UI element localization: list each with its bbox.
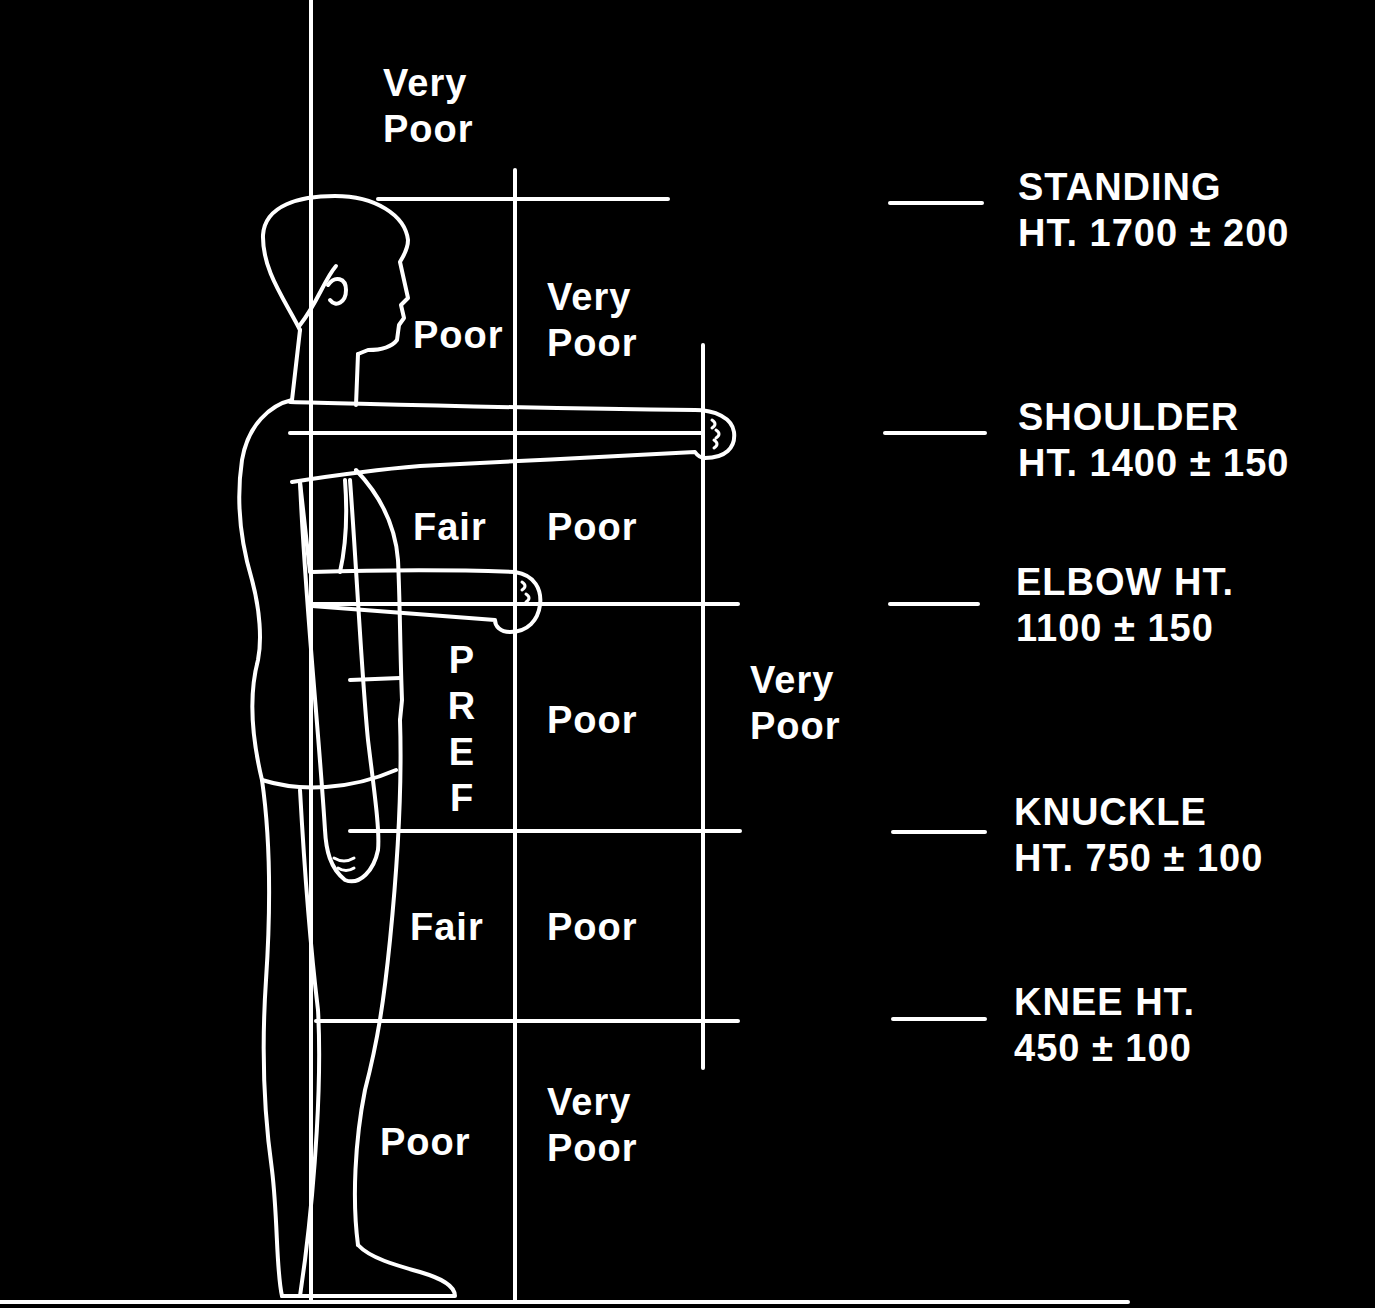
tick-mark	[890, 602, 978, 606]
zone-rating: Very Poor	[547, 274, 638, 366]
hair-line	[300, 266, 336, 325]
elbow-arm	[312, 571, 540, 633]
head	[263, 196, 408, 354]
hanging-arm	[300, 480, 378, 881]
zone-rating: Very Poor	[547, 1079, 638, 1171]
grid-line	[378, 197, 668, 201]
ear	[328, 279, 346, 304]
zone-rating: Poor	[380, 1119, 471, 1165]
zone-rating: Poor	[547, 504, 638, 550]
upper-arm	[300, 480, 346, 572]
back-line	[239, 400, 292, 1296]
front-leg	[355, 720, 401, 1245]
shorts	[262, 678, 400, 787]
fingers	[334, 858, 354, 871]
neck	[292, 330, 358, 405]
height-label: STANDING HT. 1700 ± 200	[1018, 164, 1293, 256]
grid-line	[513, 170, 517, 1300]
grid-line	[290, 431, 703, 435]
height-label: KNEE HT. 450 ± 100	[1014, 979, 1267, 1071]
height-ticks	[885, 203, 985, 1019]
height-label: KNUCKLE HT. 750 ± 100	[1014, 789, 1267, 881]
foot	[282, 1245, 455, 1296]
tick-mark	[893, 1017, 985, 1021]
fist-knuckles	[712, 420, 719, 448]
fist-knuckles	[522, 582, 529, 602]
zone-rating: Fair	[413, 504, 487, 550]
zone-rating: PREF	[443, 637, 481, 821]
grid-line	[311, 602, 738, 606]
zone-rating: Very Poor	[750, 657, 841, 749]
zone-grid	[0, 0, 1128, 1302]
grid-line	[701, 345, 705, 1068]
inner-leg	[300, 790, 319, 1296]
tick-mark	[890, 201, 982, 205]
zone-rating: Poor	[547, 904, 638, 950]
height-label: ELBOW HT. 1100 ± 150	[1016, 559, 1289, 651]
ground-line	[0, 1300, 1128, 1304]
zone-rating: Fair	[410, 904, 484, 950]
height-label: SHOULDER HT. 1400 ± 150	[1018, 394, 1293, 486]
zone-rating: Poor	[413, 312, 504, 358]
tick-mark	[893, 830, 985, 834]
grid-line	[350, 829, 740, 833]
human-outline	[239, 196, 734, 1296]
tick-mark	[885, 431, 985, 435]
zone-rating: Very Poor	[383, 60, 474, 152]
zone-rating: Poor	[547, 697, 638, 743]
